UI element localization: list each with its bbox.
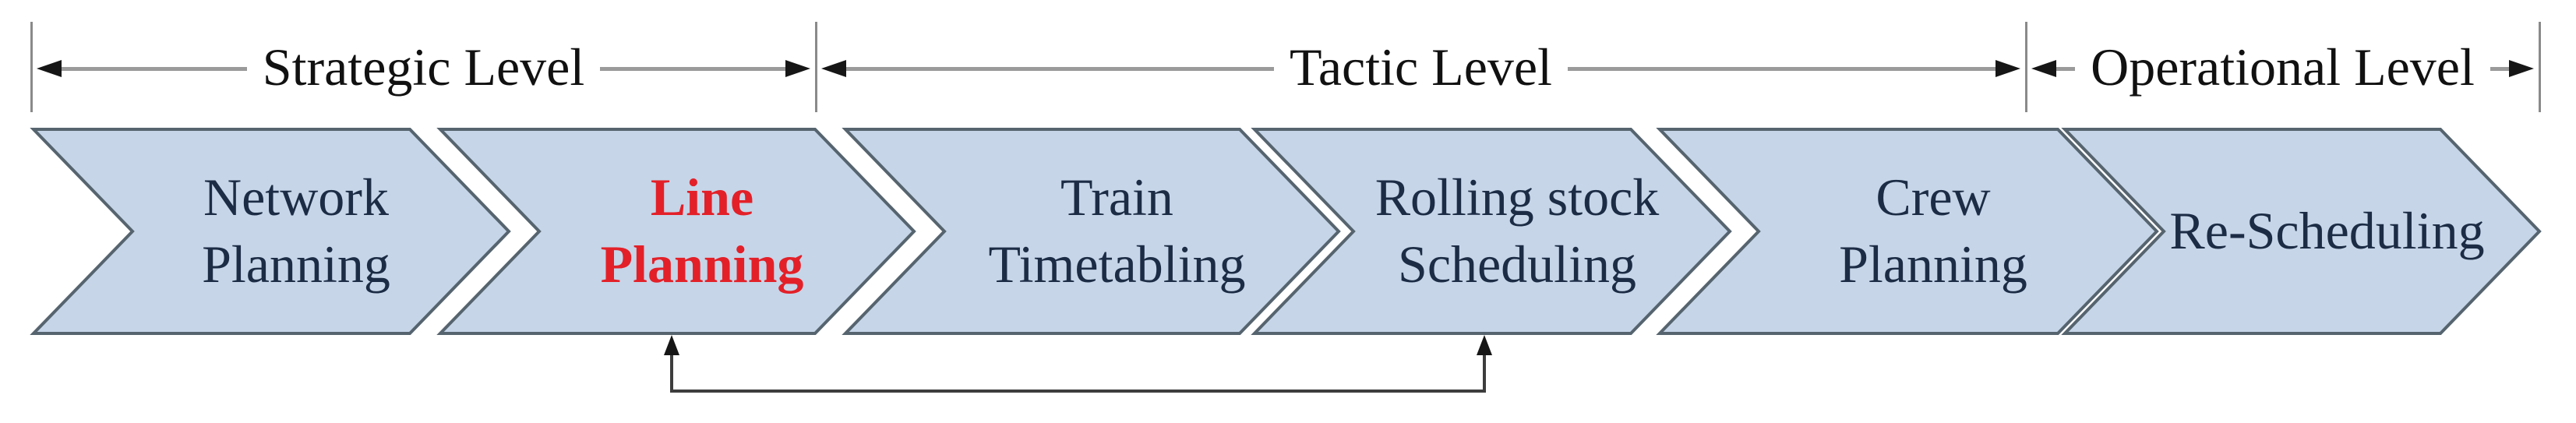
dimension-line — [600, 66, 786, 71]
level-dimension-segment-0: Strategic Level — [37, 37, 811, 97]
dimension-line — [2490, 66, 2509, 71]
level-label: Tactic Level — [1290, 37, 1552, 97]
dimension-arrow-right-icon — [2509, 60, 2534, 77]
level-dimension-segment-2: Operational Level — [2031, 37, 2534, 97]
chevron-stage-shape-2 — [842, 128, 1341, 335]
dimension-line — [846, 66, 1275, 71]
dimension-line — [2056, 66, 2076, 71]
dimension-line — [1567, 66, 1996, 71]
feedback-line-right — [1483, 352, 1486, 393]
dimension-line — [62, 66, 247, 71]
stage-label-3: Rolling stock Scheduling — [1374, 167, 1660, 294]
dimension-arrow-right-icon — [785, 60, 811, 77]
feedback-line-left — [670, 352, 673, 393]
dimension-arrow-left-icon — [2031, 60, 2056, 77]
feedback-line-horizontal — [670, 390, 1486, 393]
chevron-stage-shape-4 — [1656, 128, 2159, 335]
stage-label-4: Crew Planning — [1839, 167, 2027, 294]
chevron-stage-shape-1 — [436, 128, 916, 335]
level-label: Strategic Level — [262, 37, 585, 97]
stage-label-5: Re-Scheduling — [2169, 201, 2485, 261]
stage-label-0: Network Planning — [202, 167, 390, 294]
dimension-arrow-left-icon — [37, 60, 62, 77]
chevron-stage-shape-0 — [30, 128, 511, 335]
dimension-arrow-right-icon — [1996, 60, 2021, 77]
feedback-arrowhead-up-line-planning-icon — [664, 335, 679, 355]
chevron-stage-shape-5 — [2061, 128, 2542, 335]
stage-label-1: Line Planning — [600, 167, 804, 294]
dimension-arrow-left-icon — [821, 60, 846, 77]
level-boundary-tick-1 — [815, 22, 817, 112]
level-boundary-tick-2 — [2025, 22, 2027, 112]
level-boundary-tick-0 — [30, 22, 33, 112]
feedback-arrowhead-up-rolling-stock-icon — [1477, 335, 1492, 355]
level-dimension-segment-1: Tactic Level — [821, 37, 2021, 97]
level-boundary-tick-3 — [2539, 22, 2541, 112]
stage-label-2: Train Timetabling — [988, 167, 1246, 294]
level-label: Operational Level — [2091, 37, 2475, 97]
chevron-stage-shape-3 — [1251, 128, 1732, 335]
